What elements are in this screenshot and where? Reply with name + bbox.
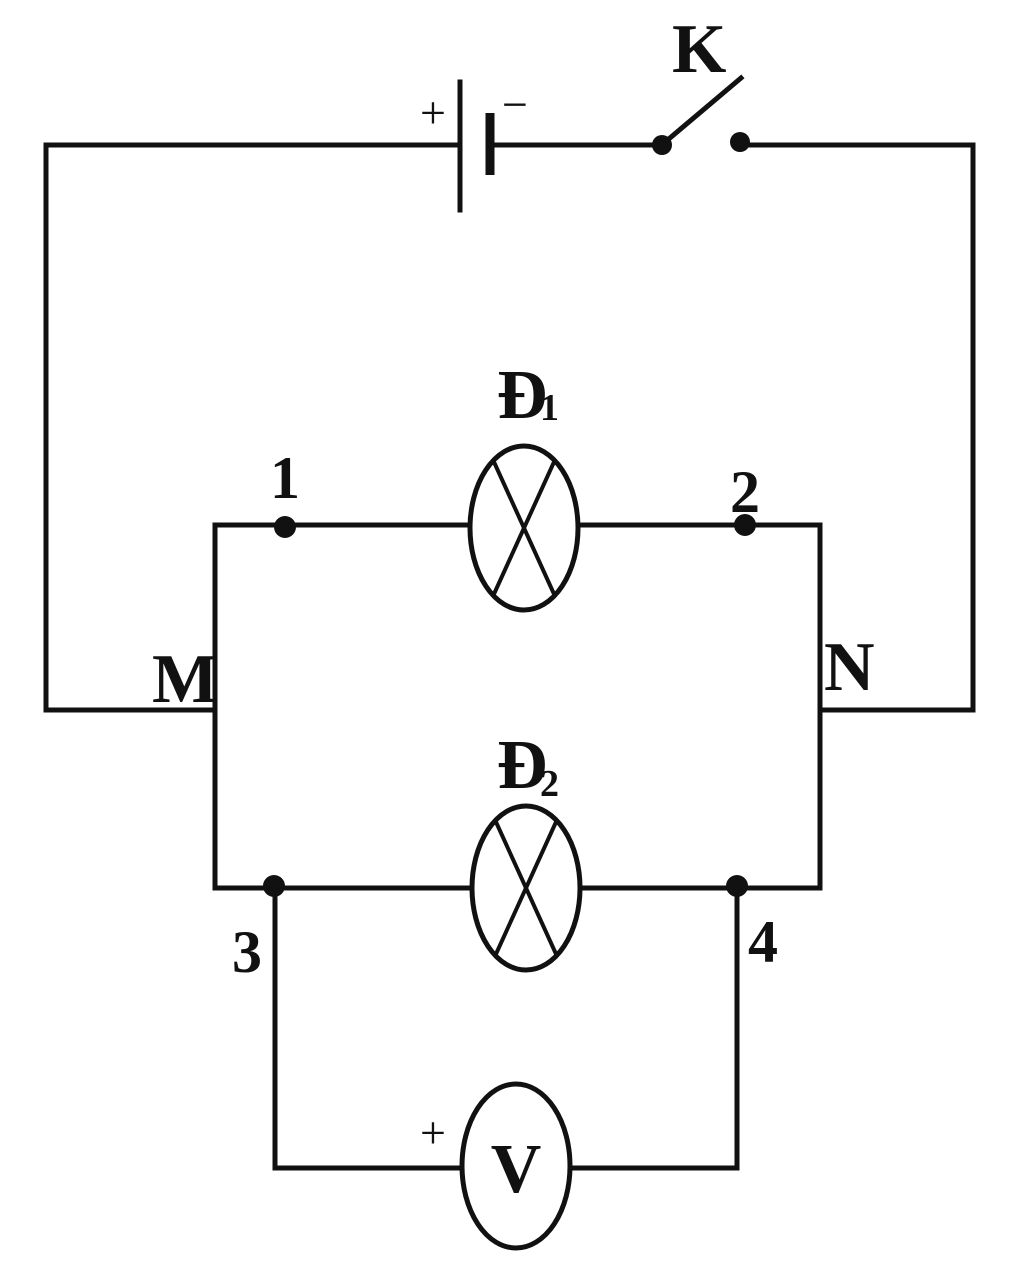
node-n-label: N <box>824 629 875 706</box>
node-3-label: 3 <box>232 919 262 985</box>
node-2-label: 2 <box>730 459 760 525</box>
node-m-label: M <box>152 641 218 718</box>
wire-top-right <box>737 142 976 713</box>
wire-top-left <box>43 142 463 713</box>
node-2-dot <box>734 514 756 536</box>
voltmeter: V + <box>420 1081 573 1251</box>
lamp-d2-index: 2 <box>540 763 559 805</box>
lamp-d2-cross-b <box>494 821 558 955</box>
lamp-d1-cross-b <box>492 461 556 595</box>
battery-minus-label: − <box>502 79 528 130</box>
node-1-label: 1 <box>270 445 300 511</box>
lamp-d2: Đ 2 <box>469 727 583 973</box>
voltmeter-plus-label: + <box>420 1107 446 1158</box>
lamp-d1-index: 1 <box>540 387 559 429</box>
switch-lever <box>660 74 745 147</box>
voltmeter-label: V <box>491 1131 542 1208</box>
battery: + − <box>420 79 528 213</box>
lamp-d2-label: Đ <box>497 727 548 804</box>
switch-label: K <box>672 11 726 88</box>
switch-contact-right <box>730 132 750 152</box>
node-3-dot <box>263 875 285 897</box>
node-1-dot <box>274 516 296 538</box>
lamp-d1: Đ 1 <box>467 357 581 613</box>
wire-voltmeter-right <box>568 885 740 1171</box>
lamp-d1-label: Đ <box>497 357 548 434</box>
wire-voltmeter-left <box>272 885 465 1171</box>
node-4-dot <box>726 875 748 897</box>
battery-plus-label: + <box>420 87 446 138</box>
switch-k: K <box>652 11 750 155</box>
node-4-label: 4 <box>748 909 778 975</box>
voltmeter-body <box>459 1081 573 1251</box>
